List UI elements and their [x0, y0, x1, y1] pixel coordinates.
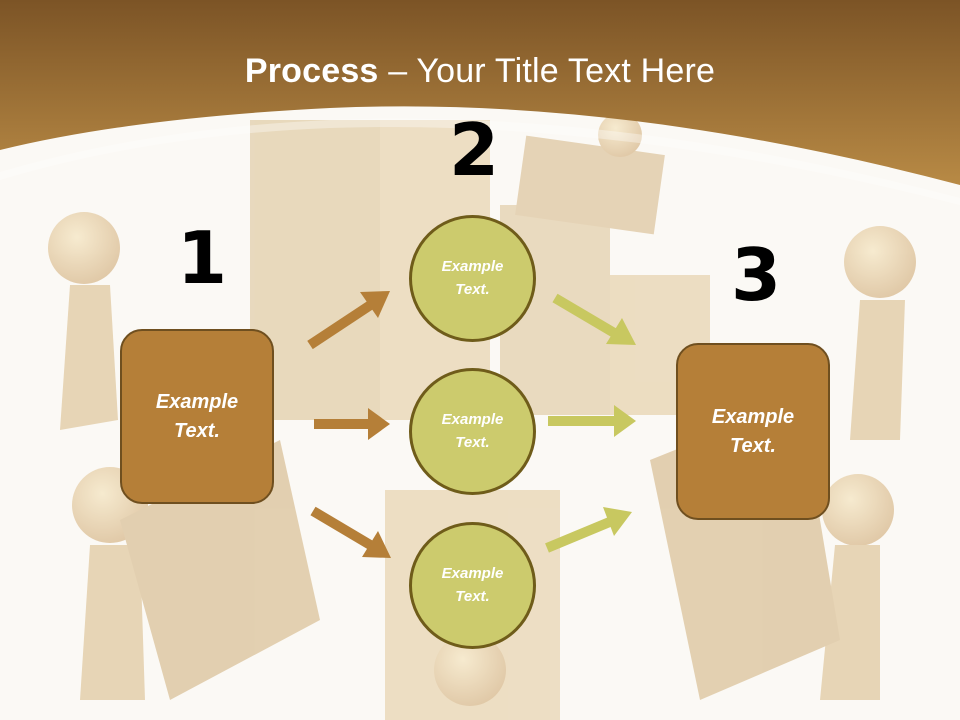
step-2-circle-middle: Example Text. [409, 368, 536, 495]
title-bold: Process [244, 52, 379, 90]
arrow-1-to-top [307, 291, 390, 350]
step-1-label: Example Text. [155, 390, 239, 442]
arrow-middle-to-3 [548, 405, 636, 437]
step-number-1: 1 [177, 216, 228, 300]
arrow-bottom-to-3 [545, 507, 632, 553]
step-2-bottom-label: Example Text. [441, 565, 504, 605]
step-2-circle-top: Example Text. [409, 215, 536, 342]
arrow-1-to-bottom [310, 506, 391, 558]
step-number-3: 3 [731, 233, 782, 317]
step-3-box: Example Text. [676, 343, 830, 520]
arrow-1-to-middle [314, 408, 390, 440]
step-2-top-label: Example Text. [441, 258, 504, 298]
title-rest: – Your Title Text Here [378, 52, 716, 90]
step-1-box: Example Text. [120, 329, 274, 504]
step-2-middle-label: Example Text. [441, 411, 504, 451]
arrow-top-to-3 [552, 293, 636, 345]
step-2-circle-bottom: Example Text. [409, 522, 536, 649]
background-illustration [48, 113, 916, 720]
step-number-2: 2 [449, 108, 500, 192]
step-3-label: Example Text. [711, 405, 795, 457]
slide-title: Process – Your Title Text Here [0, 52, 960, 91]
